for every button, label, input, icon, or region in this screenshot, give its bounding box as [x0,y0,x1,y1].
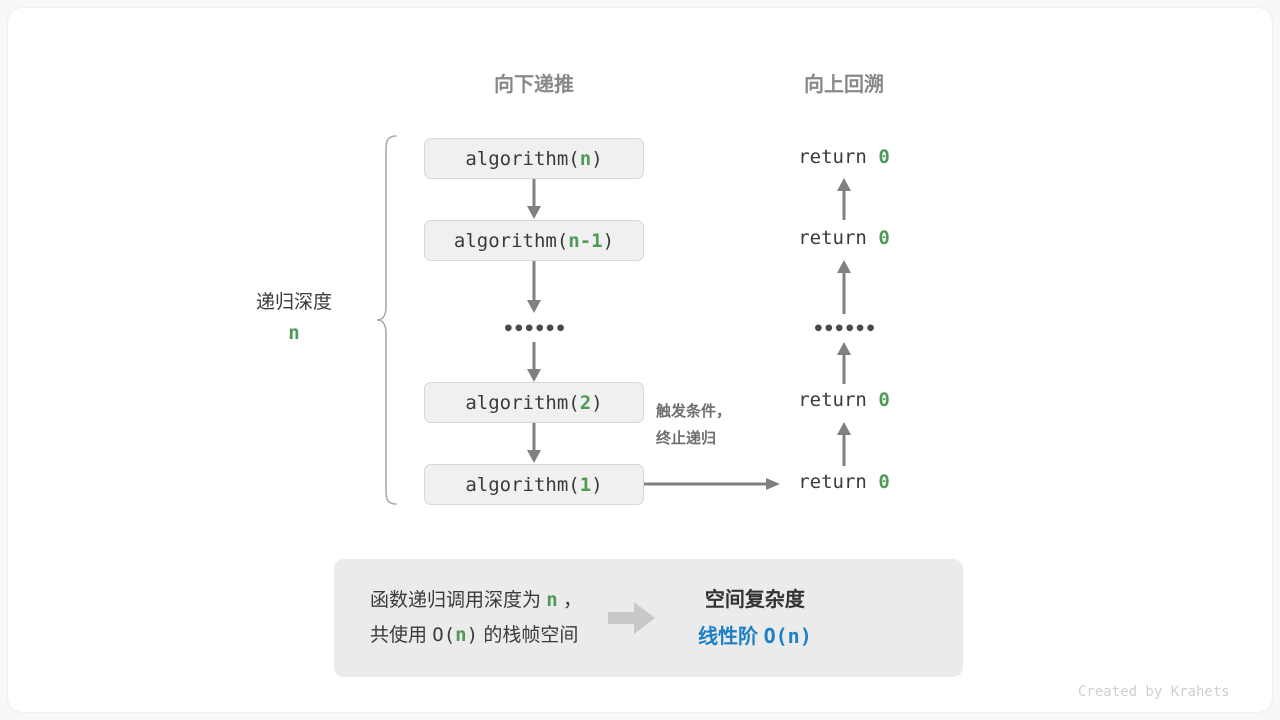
return-value-2: 0 [878,389,890,411]
return-label-3: return 0 [744,471,944,493]
terminate-note: 触发条件， 终止递归 [656,398,731,452]
return-label-2: return 0 [744,389,944,411]
call-ellipsis: •••••• [502,318,567,340]
call-box-3-arg: 1 [579,473,592,496]
call-box-1: algorithm(n-1) [424,220,644,261]
return-keyword-2: return [798,389,867,411]
call-box-1-arg: n-1 [568,229,603,252]
recursion-depth-title: 递归深度 [255,292,332,313]
up-arrow-1 [832,258,856,314]
depth-brace [374,134,400,506]
call-box-2-arg: 2 [579,391,592,414]
summary-line-2-big-o-close: ) [466,624,479,646]
call-box-0: algorithm(n) [424,138,644,179]
call-box-3-prefix: algorithm( [465,473,580,496]
return-label-0: return 0 [744,146,944,168]
summary-line-1-n: n [546,589,558,611]
right-block-arrow-icon [608,601,656,635]
credit-text: Created by Krahets [1078,684,1230,700]
return-value-0: 0 [878,146,890,168]
call-box-3: algorithm(1) [424,464,644,505]
return-keyword-0: return [798,146,867,168]
up-arrow-0 [832,176,856,220]
call-box-2-prefix: algorithm( [465,391,580,414]
terminate-arrow [644,474,784,494]
return-label-1: return 0 [744,227,944,249]
recursion-depth-label: 递归深度 n [204,288,384,348]
recursion-depth-value: n [288,322,300,344]
summary-panel: 函数递归调用深度为 n ， 共使用 O(n) 的栈帧空间 空间复杂度 线性阶 O… [334,559,963,677]
heading-descend: 向下递推 [494,74,574,96]
diagram-card: 向下递推 向上回溯 递归深度 n algorithm(n) algorithm(… [8,8,1272,712]
call-box-2-suffix: ) [591,391,603,414]
down-arrow-3 [522,423,546,465]
summary-conclusion-value-mono: O(n) [763,623,812,648]
call-box-0-arg: n [579,147,592,170]
summary-line-2-a: 共使用 [370,625,433,646]
terminate-note-line1: 触发条件， [656,403,732,420]
summary-conclusion-value-text: 线性阶 [698,625,764,648]
up-arrow-2 [832,340,856,384]
up-arrow-3 [832,420,856,466]
summary-line-1: 函数递归调用深度为 n ， [370,583,582,618]
call-box-1-suffix: ) [602,229,615,252]
call-box-2: algorithm(2) [424,382,644,423]
down-arrow-0 [522,179,546,221]
down-arrow-1 [522,261,546,315]
call-box-1-prefix: algorithm( [453,229,569,252]
call-box-3-suffix: ) [591,473,603,496]
summary-conclusion-title: 空间复杂度 [704,588,805,611]
summary-description: 函数递归调用深度为 n ， 共使用 O(n) 的栈帧空间 [370,583,582,653]
call-box-0-prefix: algorithm( [465,147,580,170]
terminate-note-line2: 终止递归 [656,430,717,447]
return-ellipsis: •••••• [812,318,877,340]
summary-line-2: 共使用 O(n) 的栈帧空间 [370,618,582,653]
return-keyword-1: return [798,227,867,249]
summary-line-2-big-o-open: O( [432,624,456,646]
summary-line-1-a: 函数递归调用深度为 [370,590,547,611]
summary-line-2-b: 的栈帧空间 [478,625,579,646]
call-box-0-suffix: ) [591,147,603,170]
return-keyword-3: return [798,471,867,493]
summary-conclusion-value: 线性阶 O(n) [698,618,812,655]
summary-line-1-b: ， [557,590,583,611]
return-value-3: 0 [878,471,890,493]
heading-ascend: 向上回溯 [804,74,884,96]
down-arrow-2 [522,342,546,384]
summary-conclusion: 空间复杂度 线性阶 O(n) [698,582,812,655]
summary-line-2-n: n [455,624,467,646]
return-value-1: 0 [878,227,890,249]
